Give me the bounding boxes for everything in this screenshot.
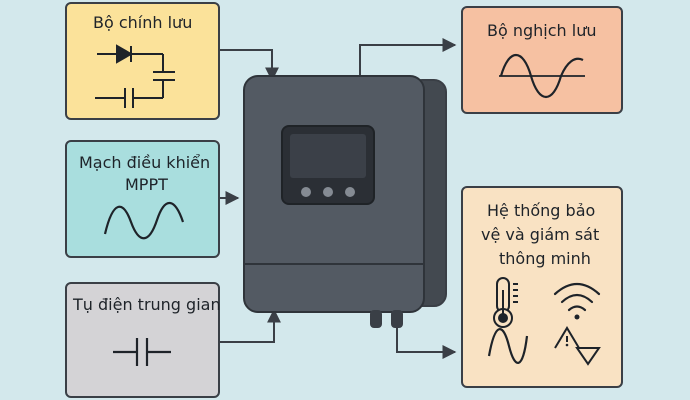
sine-wave-icon xyxy=(103,201,185,240)
device-button-1 xyxy=(301,187,311,197)
mppt-title-line1: Mạch điều khiển xyxy=(79,153,211,172)
device-button-2 xyxy=(323,187,333,197)
diode-capacitor-circuit-icon xyxy=(95,44,175,108)
connector-capacitor-to-device xyxy=(218,308,281,343)
warning-triangle-icon xyxy=(554,326,601,366)
thermometer-icon xyxy=(493,277,518,328)
capacitor-block: Tụ điện trung gian xyxy=(65,282,221,398)
sine-wave-icon xyxy=(499,54,585,98)
inverter-device-icon xyxy=(243,75,447,328)
protection-title-line1: Hệ thống bảo xyxy=(487,201,596,220)
device-button-3 xyxy=(345,187,355,197)
mppt-title-line2: MPPT xyxy=(125,175,168,194)
mppt-block: Mạch điều khiển MPPT xyxy=(65,140,220,258)
protection-title-line3: thông minh xyxy=(499,249,591,268)
wifi-icon xyxy=(553,282,601,320)
protection-title-line2: vệ và giám sát xyxy=(481,225,600,244)
protection-block: Hệ thống bảo vệ và giám sát thông minh xyxy=(461,186,623,388)
rectifier-title: Bộ chính lưu xyxy=(93,13,193,32)
inverter-title: Bộ nghịch lưu xyxy=(487,21,597,40)
connector-rectifier-to-device xyxy=(218,49,279,82)
capacitor-title: Tụ điện trung gian xyxy=(73,295,221,314)
connector-device-to-inverter xyxy=(359,38,457,78)
capacitor-symbol-icon xyxy=(113,338,171,366)
inverter-block: Bộ nghịch lưu xyxy=(461,6,623,114)
protection-icons xyxy=(487,277,601,366)
ac-wave-icon xyxy=(487,328,529,364)
rectifier-block: Bộ chính lưu xyxy=(65,2,220,120)
connector-device-to-protection xyxy=(396,325,457,359)
